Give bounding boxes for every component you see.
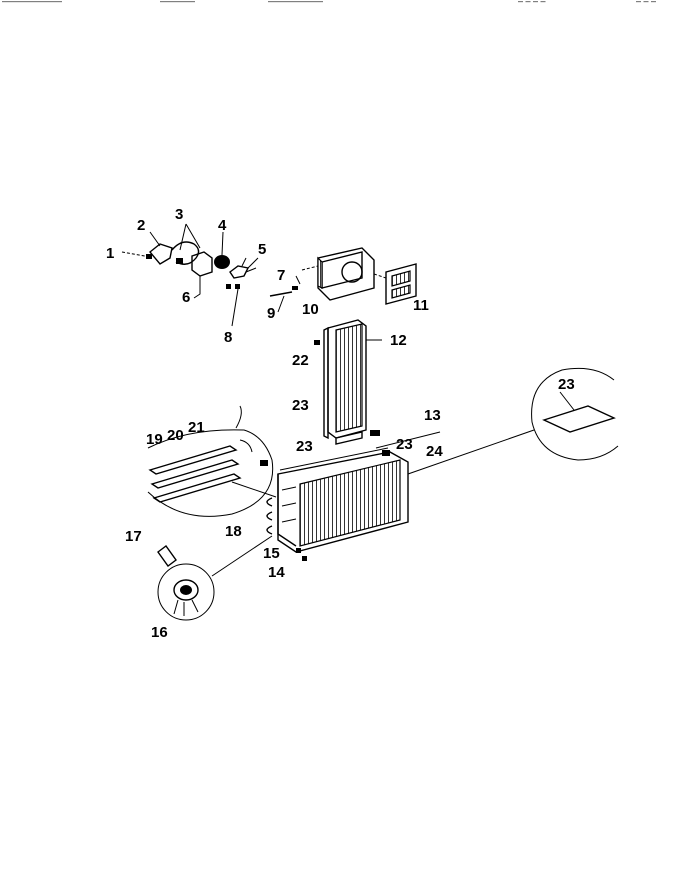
part-6-fan-motor — [191, 251, 213, 299]
part-23-clips — [260, 430, 390, 466]
callout-10: 10 — [302, 301, 319, 318]
callout-24: 24 — [426, 443, 443, 460]
header-fragment-4: – – – – — [518, 0, 546, 6]
callout-labels: 1 2 3 4 5 6 7 8 9 10 11 12 13 14 15 16 1… — [106, 206, 575, 641]
part-14-15-screws — [296, 548, 307, 561]
part-9-clip — [269, 291, 293, 313]
callout-21: 21 — [188, 419, 205, 436]
part-19-20-21-heater-detail — [147, 405, 277, 517]
part-10-fan-shroud — [301, 247, 387, 301]
header-fragment-1: –––––––––––– — [2, 0, 62, 6]
callout-19: 19 — [146, 431, 163, 448]
callout-1: 1 — [106, 245, 114, 262]
callout-9: 9 — [267, 305, 275, 322]
header-fragments: –––––––––––– ––––––– ––––––––––– – – – –… — [2, 0, 656, 6]
callout-14: 14 — [268, 564, 285, 581]
part-12-evaporator-panel — [323, 319, 382, 445]
part-18-tubes — [266, 497, 273, 535]
callout-13: 13 — [424, 407, 441, 424]
header-fragment-2: ––––––– — [160, 0, 195, 6]
callout-6: 6 — [182, 289, 190, 306]
callout-23-right-clip: 23 — [396, 436, 413, 453]
part-3-wire-harness — [171, 223, 201, 265]
header-fragment-3: ––––––––––– — [268, 0, 323, 6]
header-fragment-5: – – – — [636, 0, 656, 6]
callout-5: 5 — [258, 241, 266, 258]
callout-11: 11 — [413, 297, 429, 314]
part-2-bracket — [149, 231, 173, 265]
callout-7: 7 — [277, 267, 285, 284]
callout-3: 3 — [175, 206, 183, 223]
part-1-screw — [121, 251, 152, 259]
part-11-grille — [385, 263, 417, 305]
callout-15: 15 — [263, 545, 280, 562]
callout-23-detail: 23 — [558, 376, 575, 393]
part-8-screw — [226, 284, 240, 327]
part-7-clip — [292, 275, 301, 290]
callout-20: 20 — [167, 427, 184, 444]
callout-16: 16 — [151, 624, 168, 641]
callout-12: 12 — [390, 332, 407, 349]
callout-17: 17 — [125, 528, 142, 545]
part-23-detail-circle — [531, 367, 619, 461]
callout-22: 22 — [292, 352, 309, 369]
part-16-17-compressor-detail — [157, 535, 273, 621]
part-4-motor-cap — [214, 231, 230, 269]
part-22-screw — [314, 340, 320, 345]
callout-23-left-clip: 23 — [296, 438, 313, 455]
callout-18: 18 — [225, 523, 242, 540]
part-5-fan-blade — [229, 257, 259, 279]
callout-8: 8 — [224, 329, 232, 346]
callout-23-panel: 23 — [292, 397, 309, 414]
callout-2: 2 — [137, 217, 145, 234]
callout-4: 4 — [218, 217, 227, 234]
